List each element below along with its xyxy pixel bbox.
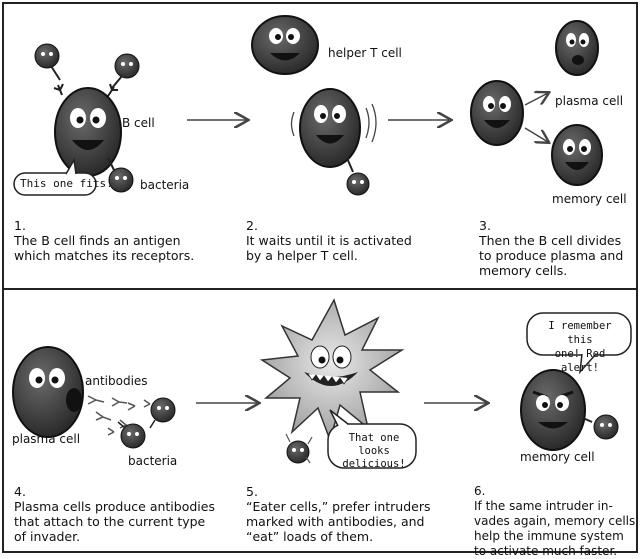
- plasma-cell-icon: [555, 20, 599, 76]
- row-divider: [2, 288, 638, 290]
- step-2-caption: 2. It waits until it is activated by a h…: [246, 218, 412, 263]
- bacteria-icon: [34, 43, 61, 81]
- step-text: Plasma cells produce antibodies that att…: [14, 499, 215, 544]
- bacteria-icon: [117, 421, 146, 449]
- bacteria-label: bacteria: [140, 178, 190, 192]
- speech-bubble: [327, 409, 417, 469]
- b-cell-icon: [290, 88, 377, 196]
- step-number: 2.: [246, 218, 258, 233]
- eater-cell-icon: [259, 298, 405, 443]
- step-6-caption: 6. If the same intruder in- vades again,…: [474, 484, 635, 559]
- speech-text-red-alert: I remember this one! Red alert!: [548, 320, 612, 374]
- bacteria-icon: [107, 157, 134, 193]
- memory-cell-label-bottom: memory cell: [520, 450, 595, 464]
- step-number: 3.: [479, 218, 491, 233]
- helper-t-cell-icon: [251, 15, 319, 75]
- step-3-caption: 3. Then the B cell divides to produce pl…: [479, 218, 623, 278]
- plasma-cell-label-top: plasma cell: [555, 94, 624, 108]
- bacteria-icon: [593, 414, 619, 440]
- step-number: 6.: [474, 484, 486, 498]
- speech-text-this-one-fits: This one fits!: [20, 177, 113, 190]
- speech-text-delicious: That one looks delicious!: [342, 432, 406, 470]
- step-number: 5.: [246, 484, 258, 499]
- antibodies-label: antibodies: [85, 374, 148, 388]
- bacteria-icon: [285, 433, 313, 464]
- step-number: 4.: [14, 484, 26, 499]
- arrow-icon: [524, 127, 548, 142]
- bacteria-icon: [111, 53, 140, 89]
- b-cell-label: B cell: [122, 116, 155, 130]
- b-cell-icon: [470, 80, 524, 146]
- step-text: The B cell finds an antigen which matche…: [14, 233, 195, 263]
- speech-bubble: [526, 312, 632, 375]
- helper-t-cell-label: helper T cell: [328, 46, 402, 60]
- arrow-icon: [524, 93, 548, 106]
- step-5-caption: 5. “Eater cells,” prefer intruders marke…: [246, 484, 431, 544]
- step-1-caption: 1. The B cell finds an antigen which mat…: [14, 218, 194, 263]
- step-text: If the same intruder in- vades again, me…: [474, 499, 636, 558]
- bacteria-icon: [149, 397, 176, 429]
- step-4-caption: 4. Plasma cells produce antibodies that …: [14, 484, 215, 544]
- diagram-frame: [2, 2, 638, 553]
- step-text: It waits until it is activated by a help…: [246, 233, 412, 263]
- step-number: 1.: [14, 218, 26, 233]
- memory-cell-label-top: memory cell: [552, 192, 627, 206]
- plasma-cell-label-bottom: plasma cell: [12, 432, 81, 446]
- speech-bubble: [13, 157, 97, 196]
- step-text: “Eater cells,” prefer intruders marked w…: [246, 499, 431, 544]
- memory-cell-icon: [520, 369, 593, 451]
- plasma-cell-icon: [12, 346, 84, 438]
- bacteria-label-panel4: bacteria: [128, 454, 178, 468]
- antibody-icon: [87, 395, 151, 436]
- memory-cell-icon: [551, 124, 603, 186]
- step-text: Then the B cell divides to produce plasm…: [479, 233, 624, 278]
